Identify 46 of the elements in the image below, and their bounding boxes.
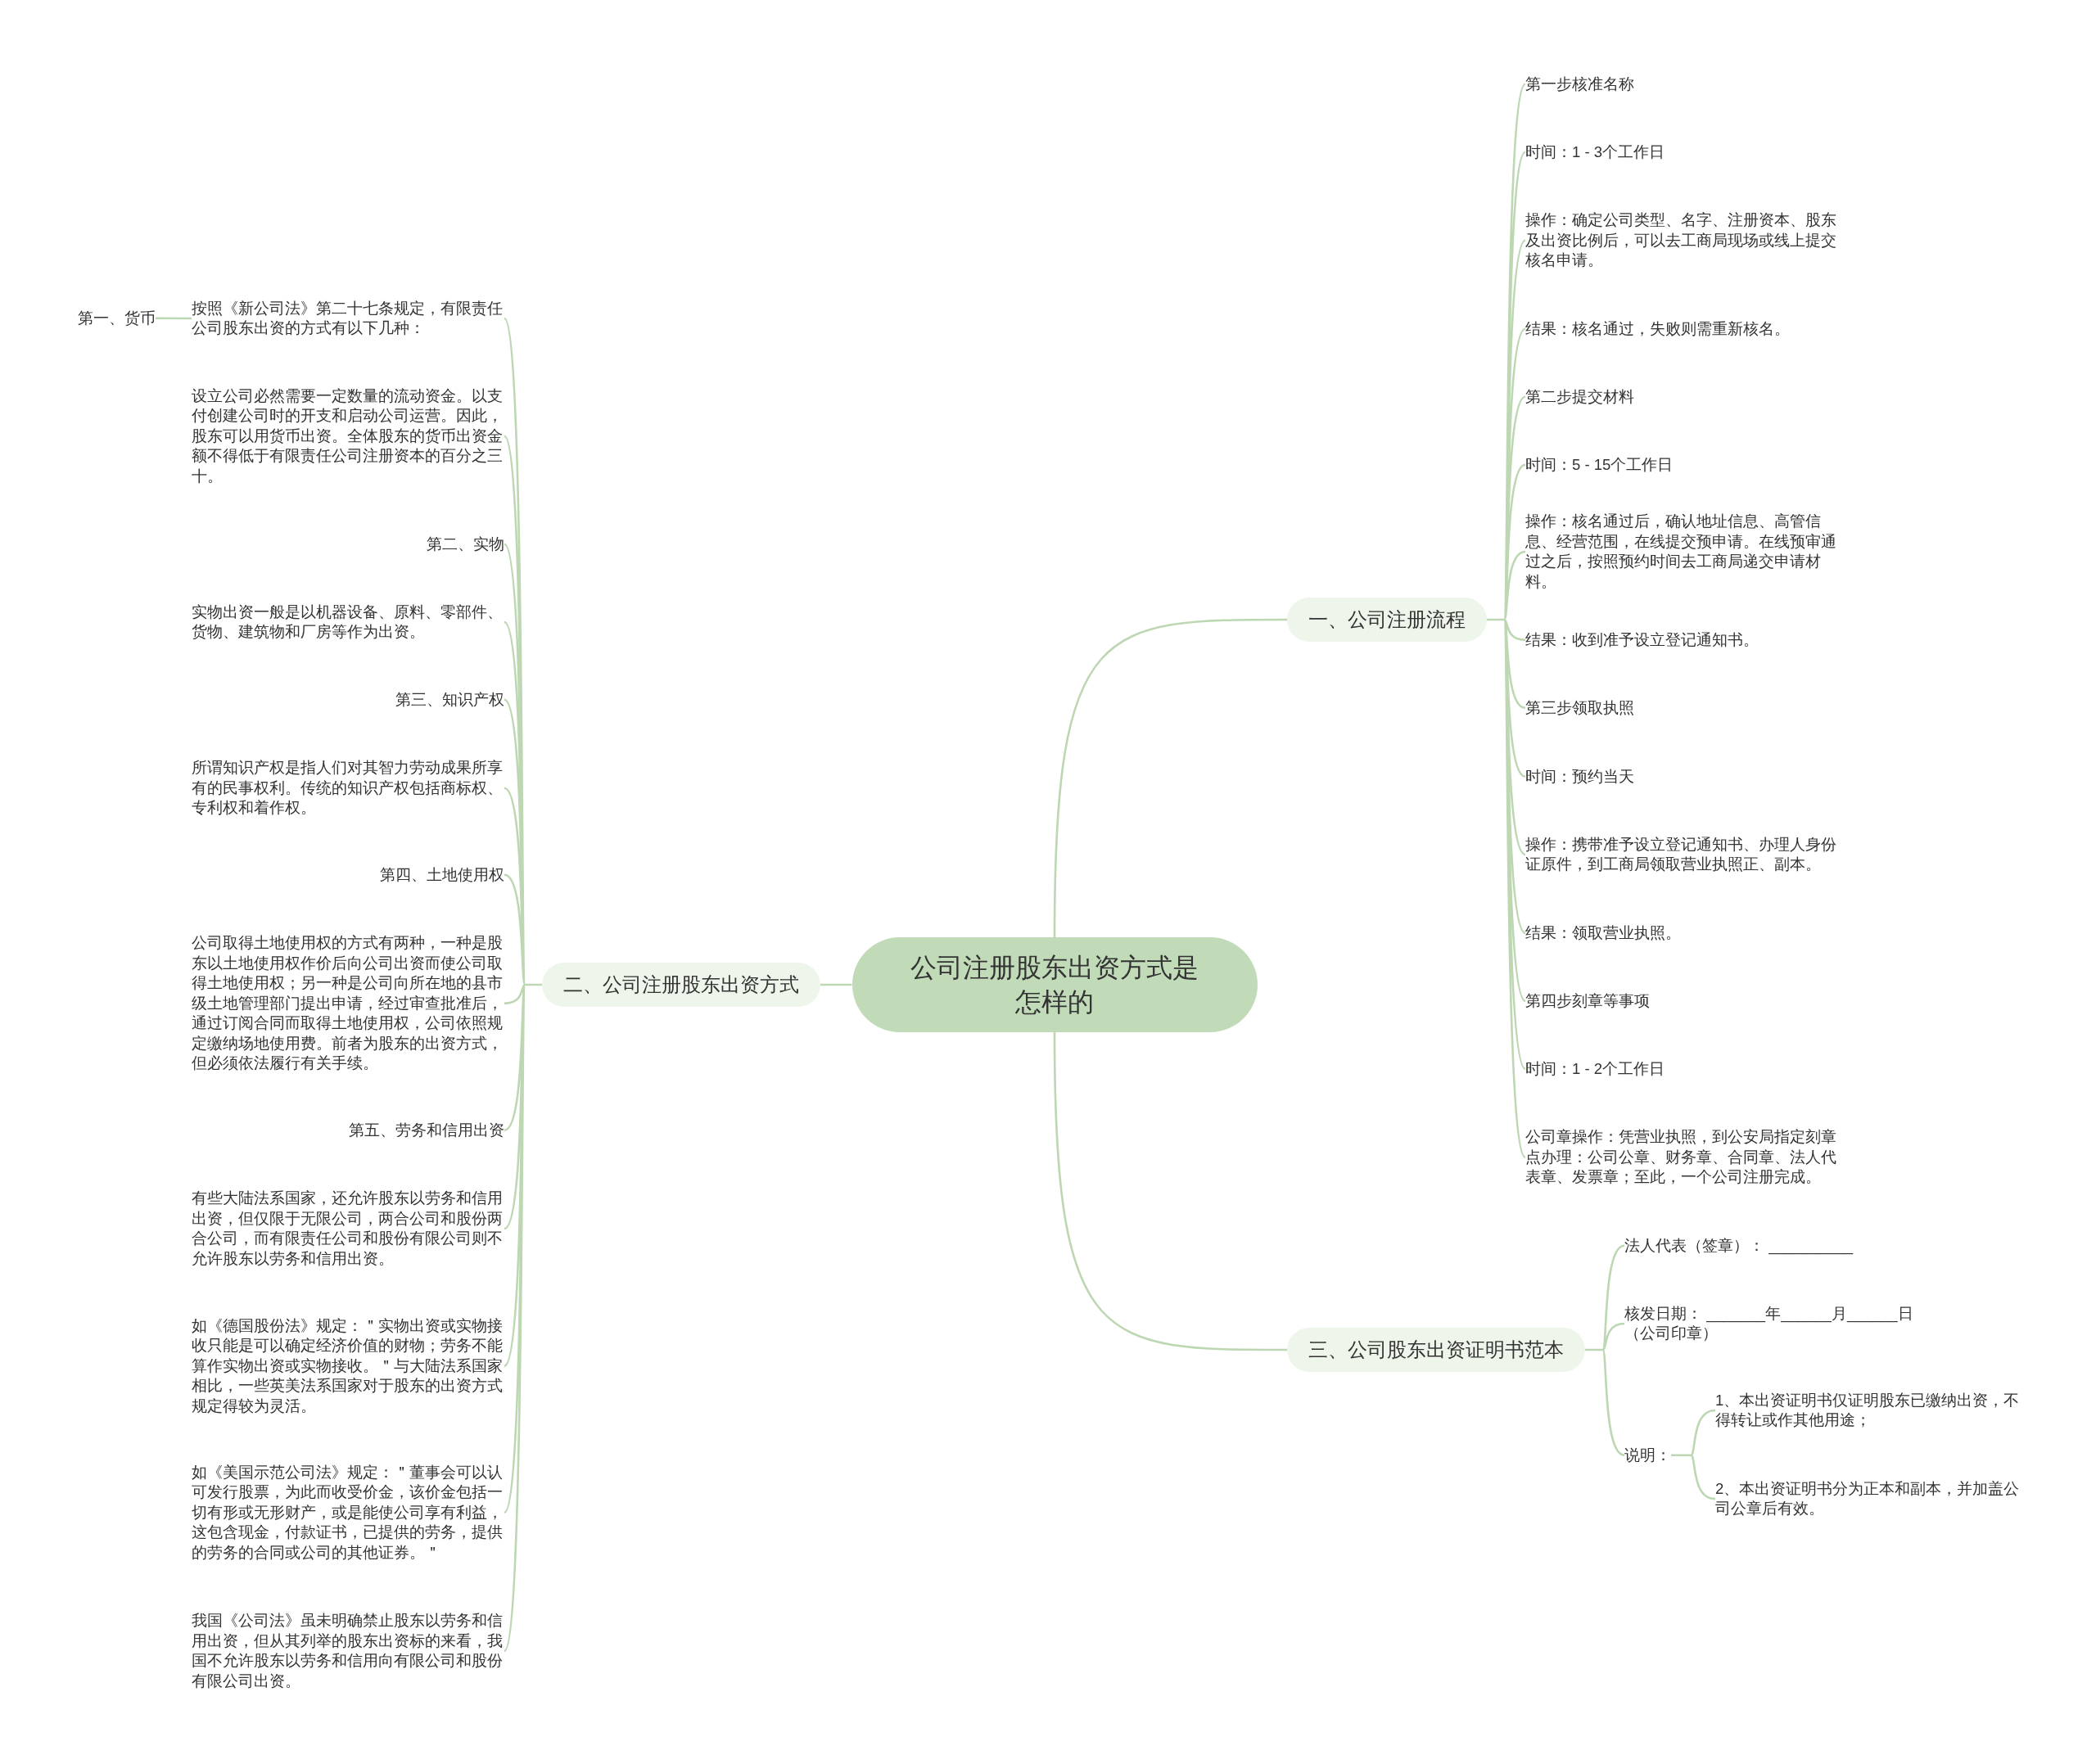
subtopic-text: 时间：预约当天: [1525, 766, 1634, 787]
subtopic-text: 时间：5 - 15个工作日: [1525, 454, 1674, 475]
subtopic-text: 结果：领取营业执照。: [1525, 923, 1681, 943]
subtopic-text: 第四步刻章等事项: [1525, 990, 1650, 1011]
subtopic-text: 我国《公司法》虽未明确禁止股东以劳务和信用出资，但从其列举的股东出资标的来看，我国不允许股东以劳务和信用向有限公司和股份有限公司出资。: [192, 1611, 504, 1691]
subtopic-text: 时间：1 - 2个工作日: [1525, 1058, 1665, 1079]
connector-line: [1669, 1409, 1717, 1500]
subtopic-text: 按照《新公司法》第二十七条规定，有限责任公司股东出资的方式有以下几种：: [192, 298, 504, 339]
subtopic-text: 公司取得土地使用权的方式有两种，一种是股东以土地使用权作价后向公司出资而使公司取得土地使用权；另一种是公司向所在地的县市级土地管理部门提出申请，经过审查批准后，通过订阅合同而取得土地使用权，公司依照规定缴纳场地使用费。前者为股东的出资方式，但必须依法履行有关手续。: [192, 933, 504, 1074]
branch-topic: 三、公司股东出资证明书范本: [1287, 1328, 1585, 1372]
subtopic-text: 第四、土地使用权: [380, 864, 504, 885]
subtopic-text: 操作：核名通过后，确认地址信息、高管信息、经营范围，在线提交预申请。在线预审通过之后，按照预约时间去工商局递交申请材料。: [1525, 512, 1838, 592]
subtopic-text: 第二、实物: [427, 534, 504, 554]
subtopic-text: 操作：携带准予设立登记通知书、办理人身份证原件，到工商局领取营业执照正、副本。: [1525, 834, 1838, 875]
branch-topic: 一、公司注册流程: [1287, 598, 1487, 642]
central-topic: 公司注册股东出资方式是怎样的: [852, 937, 1258, 1032]
connector-line: [1485, 83, 1527, 1159]
subtopic-text: 所谓知识产权是指人们对其智力劳动成果所享有的民事权利。传统的知识产权包括商标权、专利权和着作权。: [192, 758, 504, 819]
connector-line: [156, 317, 192, 320]
connector-line: [1053, 1032, 1287, 1351]
subtopic-text: 如《德国股份法》规定：＂实物出资或实物接收只能是可以确定经济价值的财物；劳务不能算作实物出资或实物接收。＂与大陆法系国家相比，一些英美法系国家对于股东的出资方式规定得较为灵活。: [192, 1315, 504, 1416]
subtopic-text: 说明：: [1624, 1445, 1671, 1465]
connector-line: [820, 983, 852, 986]
subtopic-text: 第三、知识产权: [395, 689, 504, 710]
subtopic-text: 时间：1 - 3个工作日: [1525, 142, 1665, 162]
subtopic-text: 如《美国示范公司法》规定：＂董事会可以认可发行股票，为此而收受价金，该价金包括一切有形或无形财产，或是能使公司享有利益，这包含现金，付款证书，已提供的劳务，提供的劳务的合同或公司的其他证券。＂: [192, 1462, 504, 1563]
subtopic-text: 第五、劳务和信用出资: [349, 1120, 504, 1140]
subtopic-text: 第一、货币: [78, 308, 156, 328]
connector-line: [1583, 1244, 1626, 1457]
branch-topic: 二、公司注册股东出资方式: [542, 963, 820, 1007]
subtopic-text: 2、本出资证明书分为正本和副本，并加盖公司公章后有效。: [1715, 1478, 2022, 1519]
subtopic-text: 1、本出资证明书仅证明股东已缴纳出资，不得转让或作其他用途；: [1715, 1390, 2022, 1431]
subtopic-text: 第一步核准名称: [1525, 74, 1634, 94]
subtopic-text: 结果：核名通过，失败则需重新核名。: [1525, 318, 1790, 339]
subtopic-text: 法人代表（签章）： __________: [1624, 1235, 1854, 1256]
subtopic-text: 结果：收到准予设立登记通知书。: [1525, 629, 1759, 650]
subtopic-text: 实物出资一般是以机器设备、原料、零部件、货物、建筑物和厂房等作为出资。: [192, 602, 504, 643]
connector-line: [1053, 618, 1287, 937]
subtopic-text: 公司章操作：凭营业执照，到公安局指定刻章点办理：公司公章、财务章、合同章、法人代表章、发票章；至此，一个公司注册完成。: [1525, 1127, 1838, 1188]
subtopic-text: 第二步提交材料: [1525, 386, 1634, 407]
subtopic-text: 操作：确定公司类型、名字、注册资本、股东及出资比例后，可以去工商局现场或线上提交核名申请。: [1525, 210, 1838, 271]
subtopic-text: 核发日期： _______年______月______日（公司印章）: [1624, 1303, 1929, 1344]
subtopic-text: 第三步领取执照: [1525, 697, 1634, 718]
subtopic-text: 设立公司必然需要一定数量的流动资金。以支付创建公司时的开支和启动公司运营。因此，股东可以用货币出资。全体股东的货币出资金额不得低于有限责任公司注册资本的百分之三十。: [192, 386, 504, 486]
subtopic-text: 有些大陆法系国家，还允许股东以劳务和信用出资，但仅限于无限公司，两合公司和股份两合公司，而有限责任公司和股份有限公司则不允许股东以劳务和信用出资。: [192, 1189, 504, 1269]
connector-line: [503, 317, 544, 1653]
